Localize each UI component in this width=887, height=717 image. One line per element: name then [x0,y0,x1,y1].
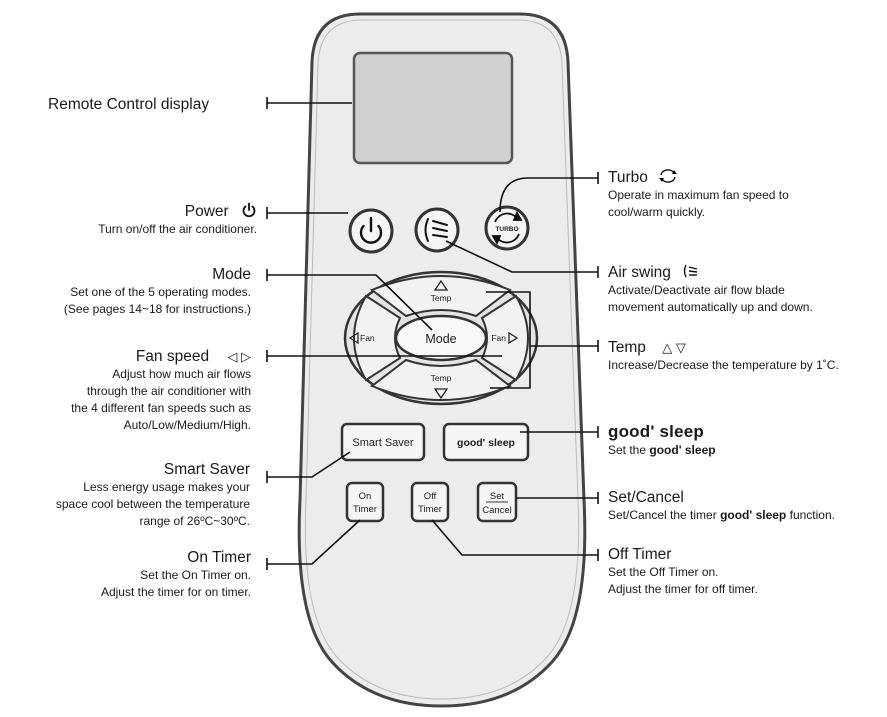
on-timer-line1: On [359,491,372,502]
fan-right-label: Fan [491,333,506,343]
leader-air-swing [445,240,598,273]
leader-smart-saver [267,451,351,478]
callout-on-timer-title: On Timer [187,549,251,566]
callout-off-timer-desc-2: Adjust the timer for off timer. [608,582,758,597]
air-swing-icon [424,218,448,242]
callout-on-timer-desc-1: Set the On Timer on. [140,568,251,583]
callout-temp-desc: Increase/Decrease the temperature by 1˚C… [608,358,839,373]
leader-mode [267,274,433,331]
power-icon [242,202,256,218]
callout-air-swing-desc-2: movement automatically up and down. [608,300,813,315]
set-label: Set [490,491,505,502]
mode-button[interactable] [394,314,488,362]
callout-set-cancel: Set/Cancel Set/Cancel the timer good' sl… [608,488,835,524]
mode-label: Mode [425,332,456,346]
callout-off-timer: Off Timer Set the Off Timer on. Adjust t… [608,545,758,598]
callout-set-cancel-desc-prefix: Set/Cancel the timer [608,508,717,523]
temp-down-label: Temp [431,373,452,383]
remote-body-inner-edge [304,19,580,700]
leader-temp [486,291,531,389]
turbo-icon [491,210,523,246]
cancel-label: Cancel [482,505,512,516]
temp-down-button[interactable] [370,358,512,401]
callout-turbo-title: Turbo [608,169,648,186]
off-timer-line2: Timer [418,504,442,515]
off-timer-button[interactable] [410,481,450,523]
callout-smart-saver-title: Smart Saver [163,461,250,478]
callout-good-sleep-desc-prefix: Set the [608,443,647,458]
fan-left-icon [348,331,359,345]
turbo-icon [659,169,678,183]
callout-mode-desc-1: Set one of the 5 operating modes. [70,285,251,300]
callout-mode: Mode Set one of the 5 operating modes. (… [64,265,251,318]
callout-power-desc: Turn on/off the air conditioner. [98,222,257,237]
callout-good-sleep-title: good' sleep [608,422,704,441]
callout-on-timer-desc-2: Adjust the timer for on timer. [100,585,251,600]
remote-display [352,51,514,165]
callout-set-cancel-desc-bold: good' sleep [720,508,787,523]
temp-up-icon [433,279,449,291]
fan-right-icon [508,331,519,345]
callout-set-cancel-title: Set/Cancel [608,489,684,506]
temp-up-label: Temp [431,293,452,303]
good-sleep-button[interactable] [442,422,530,462]
callout-smart-saver: Smart Saver Less energy usage makes your… [56,460,250,530]
turbo-badge-text: TURBO [495,226,518,233]
callout-power: Power Turn on/off the air conditioner. [98,202,257,238]
callout-turbo: Turbo Operate in maximum fan speed to co… [608,168,789,221]
fan-right-button[interactable] [480,294,529,382]
power-icon [359,216,383,244]
leader-lines [266,97,599,570]
callout-fan-speed-title: Fan speed [135,348,210,365]
callout-fan-speed: Fan speed ◁ ▷ Adjust how much air flows … [71,347,251,434]
callout-temp-title: Temp [608,339,646,356]
callout-turbo-desc-2: cool/warm quickly. [608,205,706,220]
callout-on-timer: On Timer Set the On Timer on. Adjust the… [101,548,251,601]
callout-air-swing-title: Air swing [608,264,671,281]
air-swing-icon [684,264,698,278]
callout-fan-speed-desc-1: Adjust how much air flows [112,367,251,382]
callout-good-sleep-desc-bold: good' sleep [649,443,716,458]
temp-arrows-icon: △ ▽ [662,340,686,355]
on-timer-button[interactable] [345,481,385,523]
off-timer-line1: Off [424,491,437,502]
callout-off-timer-desc-1: Set the Off Timer on. [608,565,719,580]
fan-left-label: Fan [360,333,375,343]
good-sleep-button-label: good' sleep [457,437,515,449]
air-swing-button[interactable] [414,207,460,253]
callout-air-swing: Air swing Activate/Deactivate air flow b… [608,263,813,316]
callout-fan-speed-desc-3: the 4 different fan speeds such as [71,401,251,416]
callout-display-title: Remote Control display [48,96,210,113]
callout-good-sleep: good' sleep Set the good' sleep [608,421,716,459]
callout-smart-saver-desc-2: space cool between the temperature [55,497,250,512]
callout-smart-saver-desc-3: range of 26ºC~30ºC. [139,514,250,529]
callout-temp: Temp △ ▽ Increase/Decrease the temperatu… [608,338,839,374]
on-timer-line2: Timer [353,504,377,515]
leader-on-timer [267,519,361,565]
callout-fan-speed-desc-4: Auto/Low/Medium/High. [123,418,251,433]
callout-mode-title: Mode [212,266,251,283]
smart-saver-button[interactable] [340,422,426,462]
leader-off-timer [431,519,598,556]
fan-arrows-icon: ◁ ▷ [227,349,251,364]
callout-turbo-desc-1: Operate in maximum fan speed to [608,188,789,203]
smart-saver-button-label: Smart Saver [352,437,413,449]
callout-off-timer-title: Off Timer [608,546,672,563]
temp-down-icon [433,388,449,400]
callout-mode-desc-2: (See pages 14~18 for instructions.) [63,302,251,317]
callout-smart-saver-desc-1: Less energy usage makes your [83,480,250,495]
callout-air-swing-desc-1: Activate/Deactivate air flow blade [608,283,785,298]
callout-power-title: Power [184,203,229,220]
leader-turbo [499,177,598,213]
callout-fan-speed-desc-2: through the air conditioner with [86,384,251,399]
callout-set-cancel-desc-suffix: function. [789,508,835,523]
fan-left-button[interactable] [353,294,402,382]
